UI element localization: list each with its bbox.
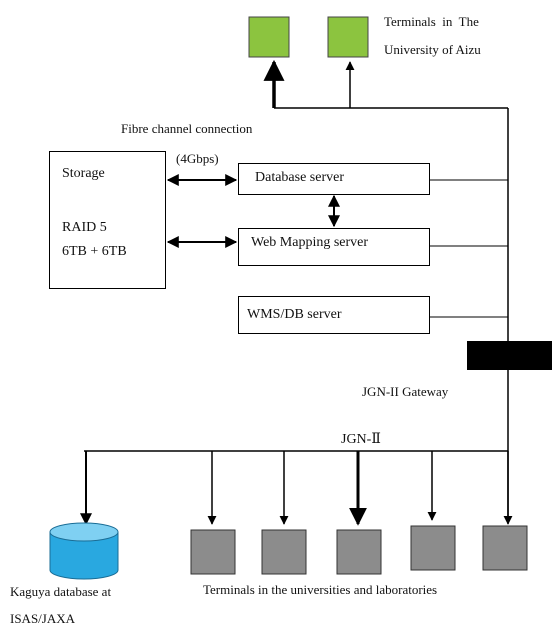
web-mapping-server-label: Web Mapping server	[251, 235, 369, 250]
university-terminal-2	[261, 529, 307, 575]
university-terminal-4	[410, 525, 456, 571]
storage-raid: RAID 5	[62, 220, 107, 235]
aizu-terminal-1	[248, 16, 290, 58]
storage-box: Storage RAID 5 6TB + 6TB	[49, 151, 166, 289]
gateway-label: JGN-II Gateway	[362, 384, 449, 399]
database-server-label: Database server	[255, 170, 345, 185]
database-server-box: Database server	[238, 163, 430, 195]
university-terminal-5	[482, 525, 528, 571]
aizu-terminal-2	[327, 16, 369, 58]
web-mapping-server-box: Web Mapping server	[238, 228, 430, 266]
wms-db-server-label: WMS/DB server	[247, 307, 342, 322]
fibre-channel-label: Fibre channel connection	[121, 121, 253, 136]
aizu-terminals-label-1: Terminals in The	[384, 14, 479, 29]
storage-capacity: 6TB + 6TB	[62, 244, 127, 259]
aizu-terminals-label-2: University of Aizu	[384, 42, 481, 57]
gateway-block	[467, 341, 552, 370]
kaguya-label-1: Kaguya database at	[10, 584, 112, 599]
wms-db-server-box: WMS/DB server	[238, 296, 430, 334]
bandwidth-label: (4Gbps)	[176, 151, 219, 166]
universities-terminals-label: Terminals in the universities and labora…	[203, 582, 438, 597]
jgn-label: JGN-Ⅱ	[341, 432, 381, 447]
kaguya-database-icon	[49, 522, 119, 580]
storage-title: Storage	[62, 166, 105, 181]
kaguya-label-2: ISAS/JAXA	[10, 611, 76, 626]
university-terminal-3	[336, 529, 382, 575]
university-terminal-1	[190, 529, 236, 575]
